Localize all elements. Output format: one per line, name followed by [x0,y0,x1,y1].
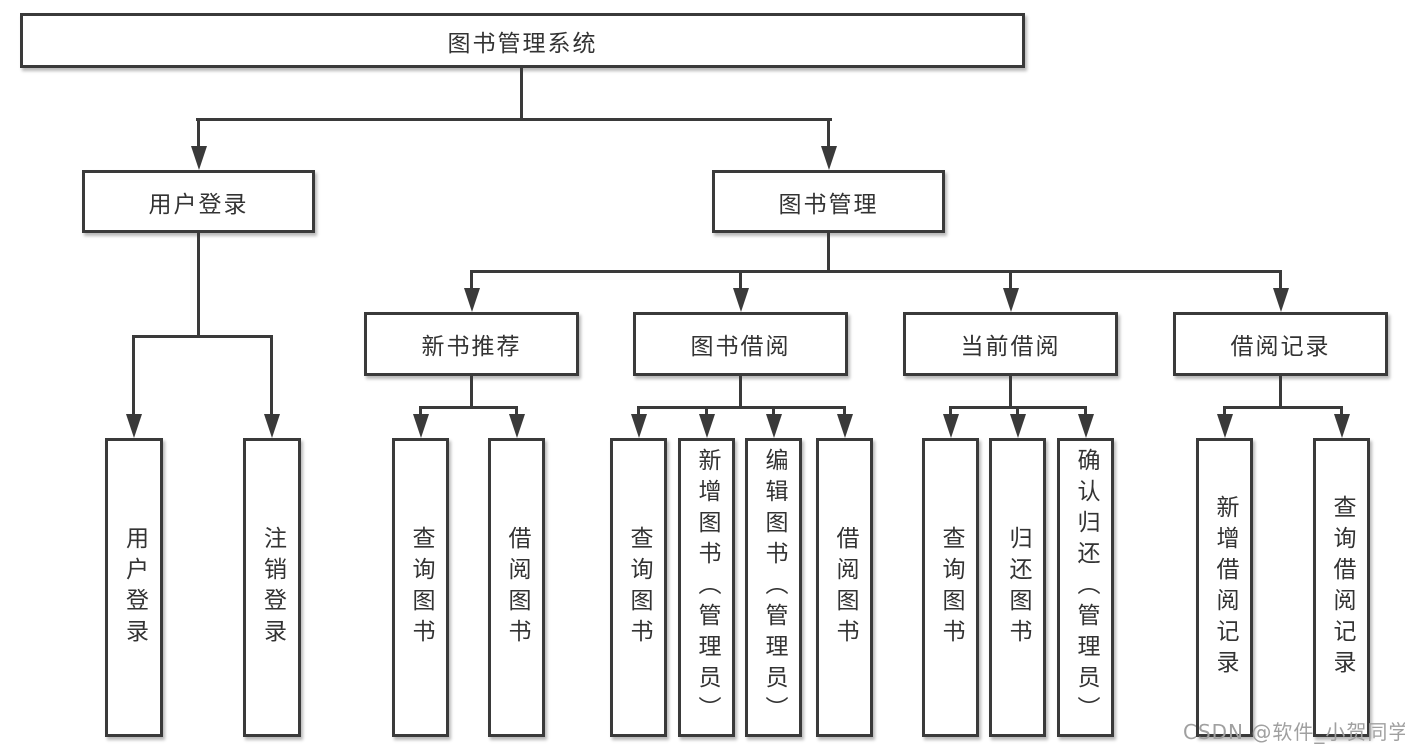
node-label: 借阅图书 [832,525,858,650]
node-user-login: 用户登录 [82,170,315,233]
arrow-down-icon [1216,414,1233,438]
connector-line [1223,406,1343,409]
node-new-book-recommendation: 新书推荐 [364,312,579,376]
connector-line [519,68,523,119]
connector-line [705,406,708,418]
connector-line [197,233,200,336]
arrow-down-icon [1002,288,1019,312]
node-label: 编辑图书（管理员） [761,448,787,727]
node-label: 查询图书 [938,525,964,650]
node-label: 用户登录 [148,191,249,218]
arrow-down-icon [630,414,647,438]
connector-line [195,118,832,121]
node-label: 当前借阅 [960,334,1061,360]
node-label: 新增借阅记录 [1212,494,1238,681]
connector-line [637,406,640,418]
arrow-down-icon [190,146,207,170]
node-library-management-system: 图书管理系统 [20,13,1025,68]
leaf-query-books-borrow: 查询图书 [610,438,667,737]
connector-line [132,335,273,338]
connector-line [515,406,518,418]
node-label: 归还图书 [1005,525,1031,650]
connector-line [419,406,422,418]
connector-line [739,376,742,408]
connector-line [1016,406,1019,418]
connector-line [827,118,830,150]
arrow-down-icon [125,414,142,438]
leaf-query-borrow-record: 查询借阅记录 [1313,438,1370,737]
arrow-down-icon [412,414,429,438]
leaf-add-borrow-record: 新增借阅记录 [1196,438,1253,737]
arrow-down-icon [463,288,480,312]
node-label: 查询借阅记录 [1329,494,1355,681]
connector-line [1279,270,1282,292]
csdn-watermark: CSDN @软件_小贺同学 [1183,720,1405,744]
connector-line [1009,376,1012,408]
arrow-down-icon [1333,414,1350,438]
leaf-borrow-books-recommend: 借阅图书 [488,438,545,737]
arrow-down-icon [820,146,837,170]
node-label: 新书推荐 [421,334,522,360]
node-label: 图书管理 [778,191,879,218]
connector-line [470,376,473,408]
node-label: 借阅记录 [1230,334,1331,360]
arrow-down-icon [942,414,959,438]
node-label: 图书借阅 [690,334,791,360]
leaf-add-books-admin: 新增图书（管理员） [678,438,735,737]
leaf-query-books-recommend: 查询图书 [392,438,449,737]
connector-line [1279,376,1282,408]
connector-line [1223,406,1226,418]
arrow-down-icon [732,288,749,312]
node-book-management: 图书管理 [712,170,945,233]
connector-line [1084,406,1087,418]
connector-line [739,270,742,292]
leaf-return-books: 归还图书 [989,438,1046,737]
connector-line [197,118,200,150]
arrow-down-icon [1272,288,1289,312]
node-label: 借阅图书 [504,525,530,650]
node-label: 用户登录 [121,525,148,650]
arrow-down-icon [765,414,782,438]
connector-line [1009,270,1012,292]
leaf-query-books-current: 查询图书 [922,438,979,737]
node-current-borrowing: 当前借阅 [903,312,1118,376]
arrow-down-icon [263,414,280,438]
connector-line [1340,406,1343,418]
connector-line [419,406,518,409]
connector-line [470,270,473,292]
arrow-down-icon [1077,414,1094,438]
node-borrowing-records: 借阅记录 [1173,312,1388,376]
node-label: 查询图书 [626,525,652,650]
node-label: 查询图书 [408,525,434,650]
connector-line [270,335,273,418]
arrow-down-icon [836,414,853,438]
leaf-user-login: 用户登录 [105,438,163,737]
connector-line [772,406,775,418]
node-label: 确认归还（管理员） [1073,448,1099,727]
connector-line [949,406,952,418]
node-label: 注销登录 [259,525,286,650]
node-label: 新增图书（管理员） [694,448,720,727]
connector-line [843,406,846,418]
arrow-down-icon [508,414,525,438]
leaf-edit-books-admin: 编辑图书（管理员） [745,438,802,737]
leaf-confirm-return-admin: 确认归还（管理员） [1057,438,1114,737]
node-book-borrowing: 图书借阅 [633,312,848,376]
arrow-down-icon [698,414,715,438]
connector-line [827,233,830,272]
leaf-borrow-books: 借阅图书 [816,438,873,737]
connector-line [637,406,846,409]
connector-line [132,335,135,418]
leaf-logout: 注销登录 [243,438,301,737]
connector-line [470,270,1282,273]
arrow-down-icon [1009,414,1026,438]
node-label: 图书管理系统 [447,30,598,57]
